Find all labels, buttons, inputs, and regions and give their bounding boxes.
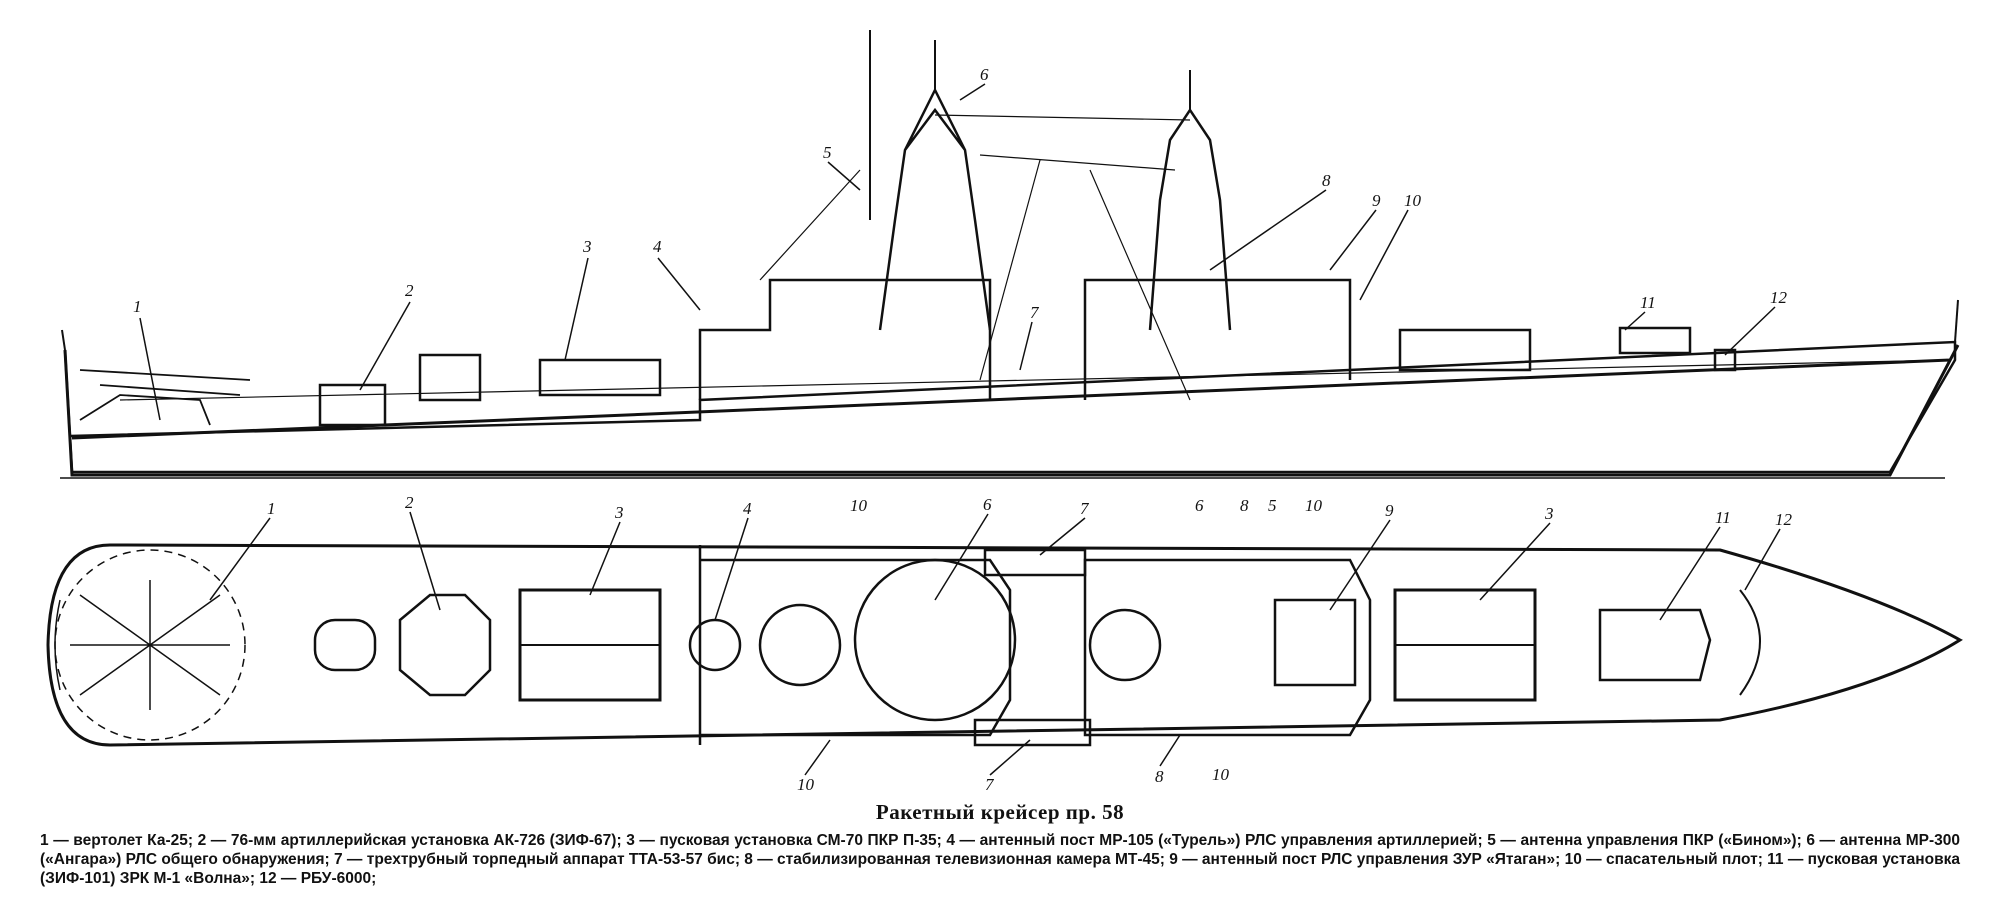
forward-superstructure (698, 278, 992, 400)
callout-12-plan: 12 (1775, 510, 1793, 529)
sam-launcher (1618, 326, 1692, 355)
gun-mount-plan-2 (398, 593, 492, 697)
gun-mount-1 (318, 383, 387, 427)
torpedo-tubes-plan-2 (973, 718, 1092, 747)
callout-8-side: 8 (1322, 171, 1331, 190)
callout-5-side: 5 (823, 143, 832, 162)
callout-9-side: 9 (1372, 191, 1381, 210)
launcher-aft (1398, 328, 1532, 372)
aft-superstructure (1083, 278, 1352, 400)
torpedo-tubes-plan-1 (983, 548, 1087, 577)
callout-10-plan: 10 (1305, 496, 1323, 515)
callout-10-plan-top: 10 (850, 496, 868, 515)
callout-3-side: 3 (582, 237, 592, 256)
mast-platform-plan (853, 558, 1017, 722)
callout-6-side: 6 (980, 65, 989, 84)
callout-1-side: 1 (133, 297, 142, 316)
callout-3-plan: 3 (614, 503, 624, 522)
rbu-6000 (1713, 348, 1737, 372)
side-elevation (60, 30, 1960, 479)
callout-10-side: 10 (1404, 191, 1422, 210)
plan-view (46, 543, 1963, 747)
callout-3-plan-b: 3 (1544, 504, 1554, 523)
caption-text: 1 — вертолет Ка-25; 2 — 76-мм артиллерий… (40, 832, 1960, 887)
callout-10-plan-b: 10 (797, 775, 815, 794)
callout-2-side: 2 (405, 281, 414, 300)
callouts-plan: 1 2 3 4 10 6 7 6 8 5 10 9 3 11 12 10 7 8… (267, 493, 1793, 794)
helicopter (79, 369, 251, 426)
hull-outline (63, 344, 1960, 477)
callout-1-plan: 1 (267, 499, 276, 518)
callout-11-plan: 11 (1715, 508, 1731, 527)
caption-title: Ракетный крейсер пр. 58 (875, 800, 1125, 824)
launcher-forward (538, 358, 662, 397)
ship-drawing: 1 2 3 4 5 6 7 8 9 10 11 12 1 2 3 4 10 6 … (46, 30, 1963, 794)
deck-outline (46, 543, 1963, 747)
callout-11-side: 11 (1640, 293, 1656, 312)
leader-lines (139, 83, 1781, 776)
callout-7-plan: 7 (1080, 499, 1090, 518)
callout-8-plan-b: 8 (1155, 767, 1164, 786)
callout-7-plan-b: 7 (985, 775, 995, 794)
callout-4-side: 4 (653, 237, 662, 256)
callout-12-side: 12 (1770, 288, 1788, 307)
callout-9-plan: 9 (1385, 501, 1394, 520)
callout-6-plan-b: 6 (1195, 496, 1204, 515)
callouts-side: 1 2 3 4 5 6 7 8 9 10 11 12 (133, 65, 1788, 322)
caption: Ракетный крейсер пр. 58 1 — вертолет Ка-… (40, 800, 1960, 888)
callout-8-plan: 8 (1240, 496, 1249, 515)
sam-launcher-plan (1598, 608, 1712, 682)
callout-5-plan: 5 (1268, 496, 1277, 515)
hull-side (63, 340, 1957, 474)
callout-10-plan-c: 10 (1212, 765, 1230, 784)
callout-7-side: 7 (1030, 303, 1040, 322)
gun-mount-plan-1 (313, 618, 377, 672)
callout-2-plan: 2 (405, 493, 414, 512)
callout-4-plan: 4 (743, 499, 752, 518)
forward-mast (878, 87, 992, 331)
gun-mount-2 (418, 353, 482, 402)
callout-6-plan: 6 (983, 495, 992, 514)
aft-mast (1148, 107, 1232, 331)
